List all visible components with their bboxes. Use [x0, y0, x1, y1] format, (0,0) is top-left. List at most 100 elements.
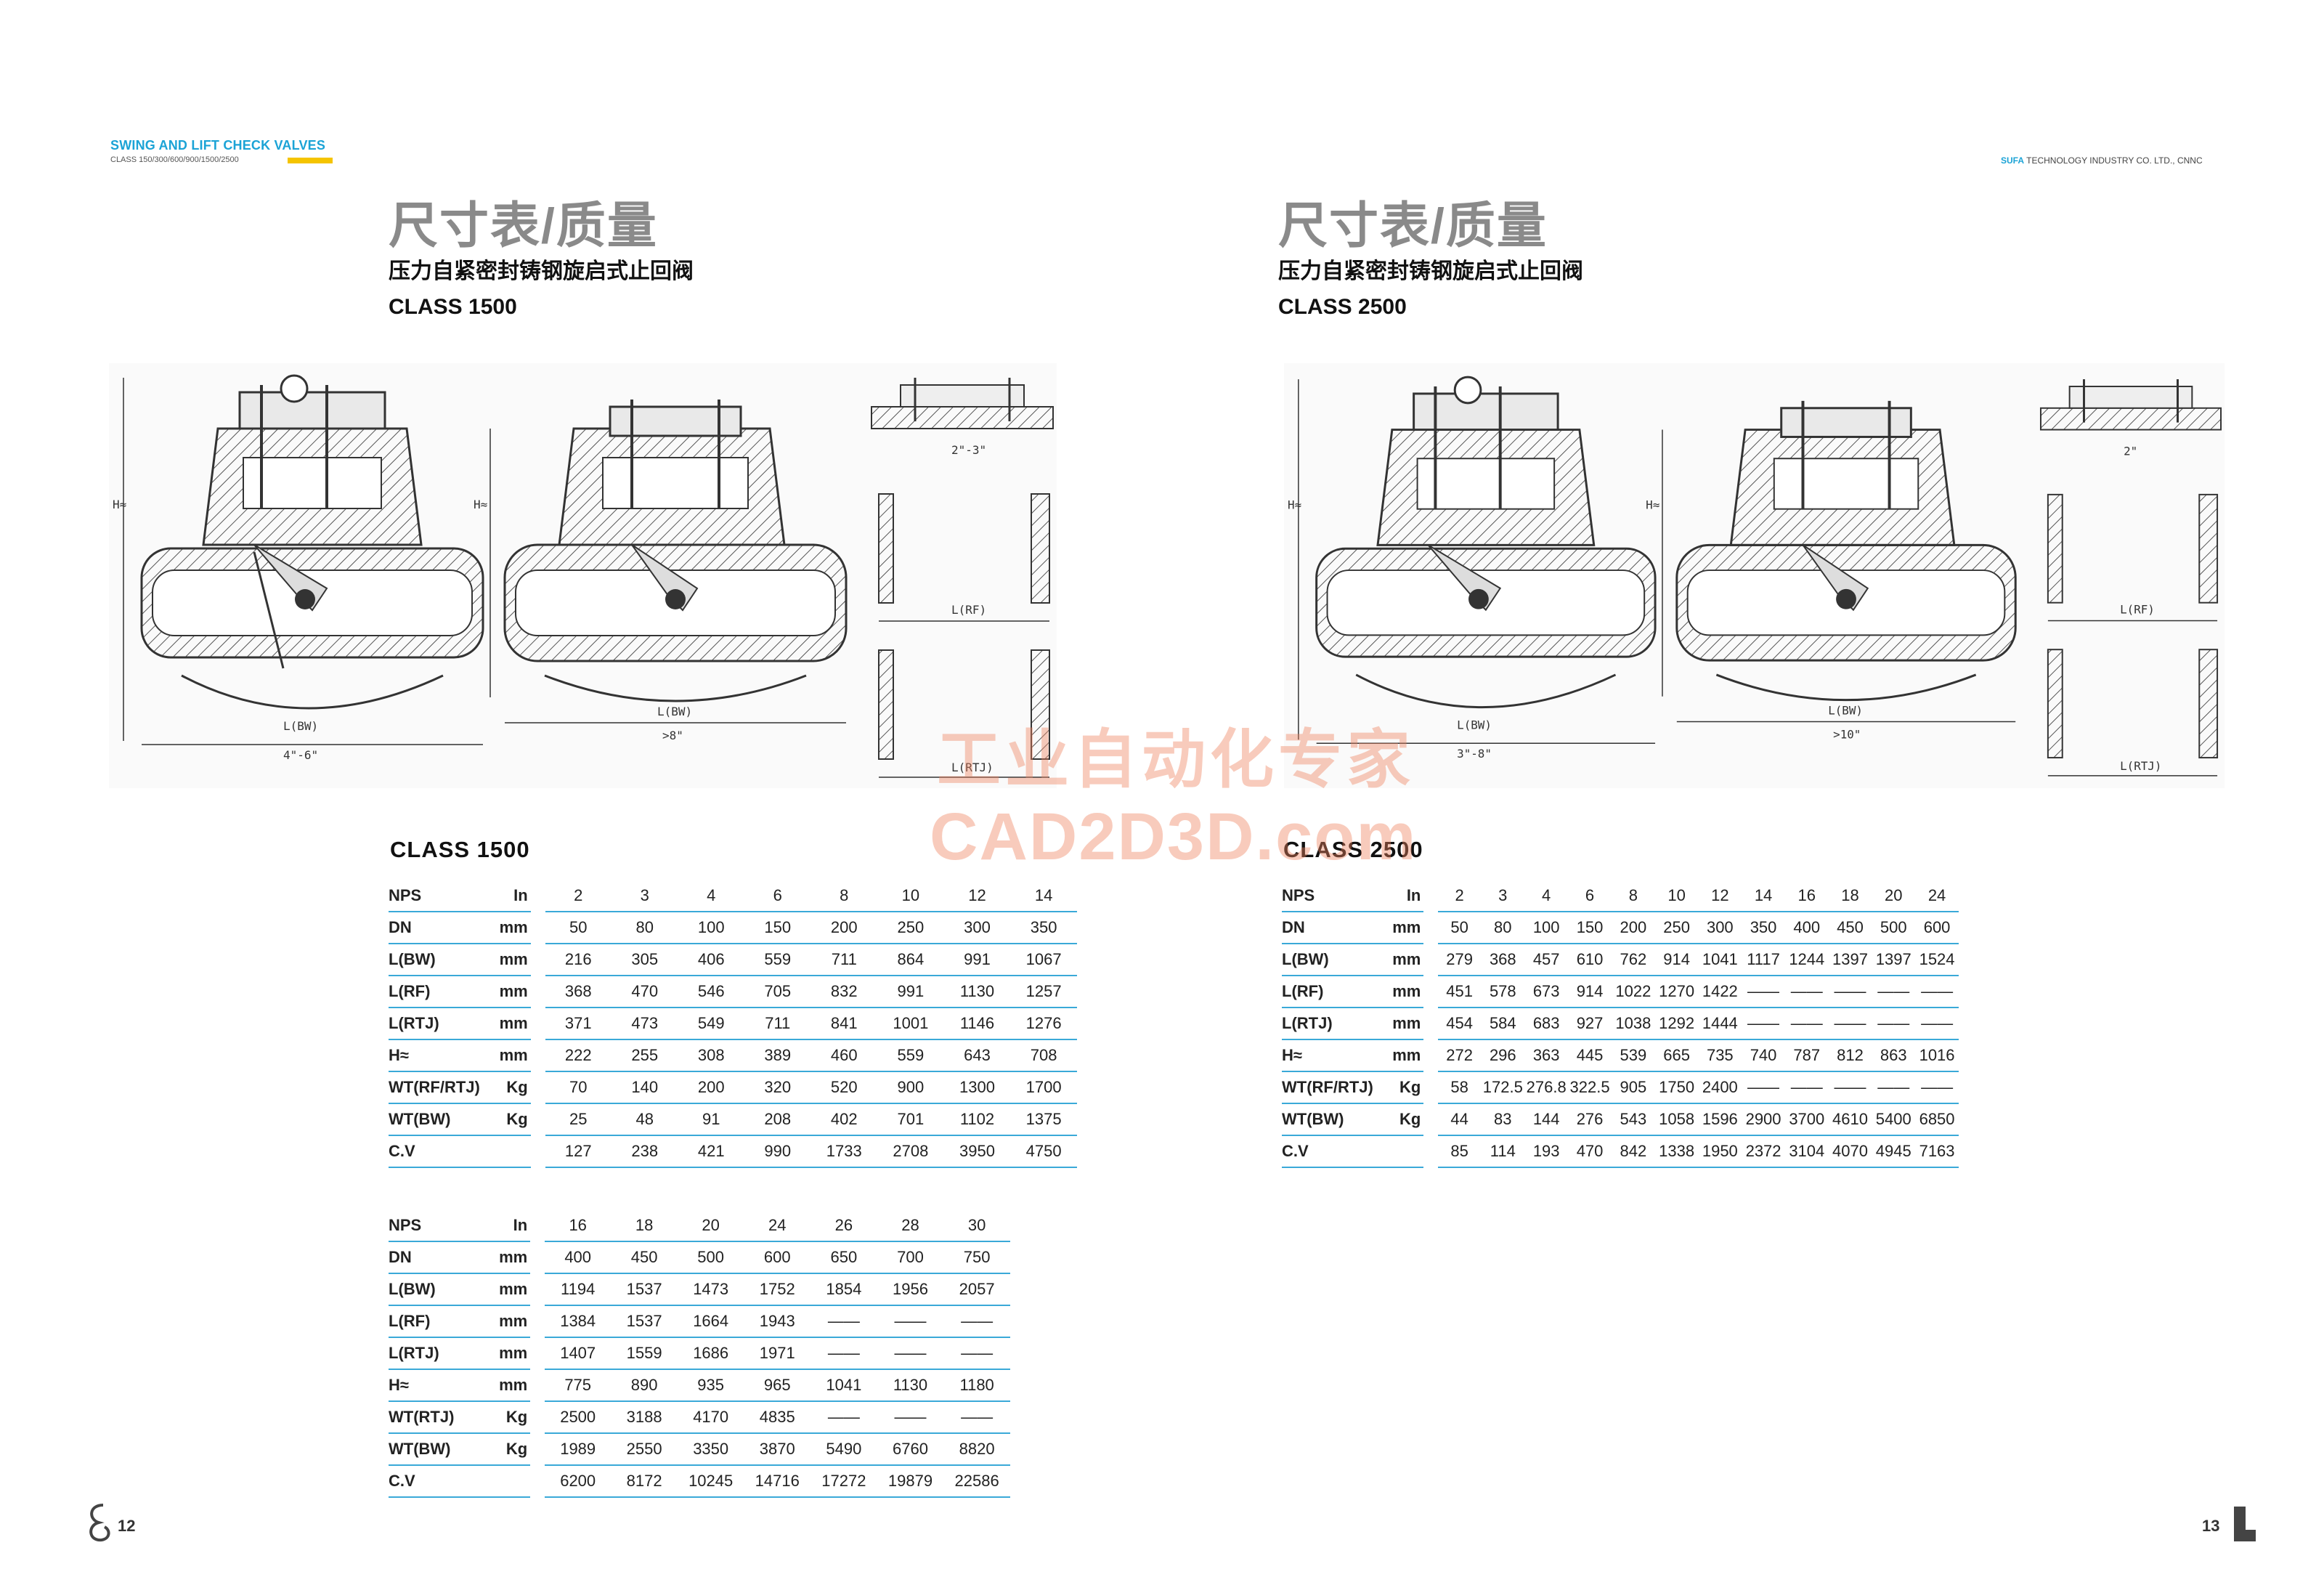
table-cell: 26	[810, 1210, 877, 1242]
table-cell: 705	[744, 976, 811, 1008]
column-gap	[531, 1008, 545, 1039]
table-cell: ——	[1915, 1071, 1959, 1104]
table-cell: 18	[1828, 880, 1872, 912]
flange-detail-2	[2039, 379, 2222, 777]
table-cell: 457	[1524, 944, 1569, 976]
dim-lrf: L(RF)	[951, 603, 986, 617]
row-label: DN	[1282, 912, 1384, 944]
column-gap	[1423, 1071, 1438, 1103]
table-cell: 10	[877, 880, 944, 912]
column-gap	[531, 1135, 545, 1167]
column-gap	[531, 1039, 545, 1071]
table-cell: 454	[1437, 1008, 1482, 1040]
row-label: WT(RF/RTJ)	[389, 1071, 490, 1104]
column-gap	[530, 1305, 545, 1337]
table-cell: 389	[744, 1039, 811, 1072]
table-cell: 2	[1437, 880, 1482, 912]
column-gap	[1423, 976, 1438, 1008]
row-label: L(RTJ)	[389, 1008, 490, 1040]
table-cell: ——	[1828, 1071, 1872, 1104]
table-cell: 3870	[744, 1433, 811, 1466]
flange-detail	[871, 378, 1054, 778]
table-cell: 371	[545, 1008, 612, 1040]
table-cell: 17272	[810, 1465, 877, 1498]
table-cell: 272	[1437, 1039, 1482, 1072]
table-cell: 1058	[1654, 1103, 1699, 1136]
dim-flange-2: 2"	[2124, 444, 2137, 458]
row-unit	[489, 1135, 531, 1168]
table-cell: ——	[877, 1305, 944, 1338]
dim-lbw-3: L(BW)	[1457, 718, 1492, 731]
table-cell: 2900	[1742, 1103, 1785, 1136]
table-cell: 1559	[611, 1337, 678, 1370]
column-gap	[530, 1337, 545, 1369]
table-cell: 473	[612, 1008, 678, 1040]
table-cell: 1102	[943, 1103, 1011, 1136]
row-label: NPS	[389, 1210, 490, 1242]
row-unit: mm	[489, 1008, 531, 1040]
dim-flange: 2"-3"	[951, 443, 986, 457]
row-label: L(RTJ)	[1282, 1008, 1384, 1040]
row-label: WT(BW)	[389, 1103, 490, 1136]
row-unit: mm	[489, 1337, 531, 1370]
table-cell: 450	[1828, 912, 1872, 944]
row-unit: mm	[489, 1305, 531, 1338]
table-cell: ——	[1742, 1008, 1785, 1040]
table-cell: 308	[678, 1039, 744, 1072]
table-cell: ——	[1828, 976, 1872, 1008]
row-label: C.V	[389, 1465, 490, 1498]
table-cell: 144	[1524, 1103, 1569, 1136]
table-cell: 1407	[544, 1337, 612, 1370]
row-unit: Kg	[489, 1103, 531, 1136]
table-cell: 24	[1915, 880, 1959, 912]
table-cell: 1146	[943, 1008, 1011, 1040]
table-cell: 24	[744, 1210, 811, 1242]
table-cell: ——	[1784, 1071, 1829, 1104]
column-gap	[530, 1210, 545, 1241]
table-cell: 5490	[810, 1433, 877, 1466]
left-class-label: CLASS 1500	[389, 295, 517, 319]
table-cell: 222	[545, 1039, 612, 1072]
table-cell: ——	[810, 1401, 877, 1434]
table-cell: 1117	[1742, 944, 1785, 976]
dim-lbw-2: L(BW)	[657, 705, 692, 718]
table-cell: 4	[1524, 880, 1569, 912]
dim-h-3: H≈	[1288, 498, 1301, 512]
table-cell: 600	[1915, 912, 1959, 944]
table-cell: 1444	[1698, 1008, 1742, 1040]
table-cell: ——	[1915, 976, 1959, 1008]
table-cell: 12	[943, 880, 1011, 912]
table-cell: 665	[1654, 1039, 1699, 1072]
table-cell: 905	[1611, 1071, 1655, 1104]
table-cell: 1950	[1698, 1135, 1742, 1168]
table-cell: ——	[1915, 1008, 1959, 1040]
table-cell: ——	[943, 1305, 1010, 1338]
table-cell: 80	[612, 912, 678, 944]
row-label: L(BW)	[389, 1273, 490, 1306]
row-unit: mm	[489, 944, 531, 976]
table-cell: 673	[1524, 976, 1569, 1008]
table-cell: 735	[1698, 1039, 1742, 1072]
table-cell: 539	[1611, 1039, 1655, 1072]
valve-section-1	[123, 374, 484, 745]
table-cell: 1016	[1915, 1039, 1959, 1072]
column-gap	[531, 944, 545, 976]
table-cell: 4750	[1010, 1135, 1077, 1168]
column-gap	[1423, 880, 1438, 912]
dim-h-2: H≈	[474, 498, 487, 511]
column-gap	[531, 912, 545, 944]
table-cell: 559	[877, 1039, 944, 1072]
table-cell: 305	[612, 944, 678, 976]
row-unit: mm	[489, 912, 531, 944]
table-cell: 2500	[544, 1401, 612, 1434]
left-table-title: CLASS 1500	[390, 837, 530, 862]
table-cell: 1956	[877, 1273, 944, 1306]
table-cell: 276.8	[1524, 1071, 1569, 1104]
dim-h-4: H≈	[1646, 498, 1659, 512]
column-gap	[531, 880, 545, 912]
